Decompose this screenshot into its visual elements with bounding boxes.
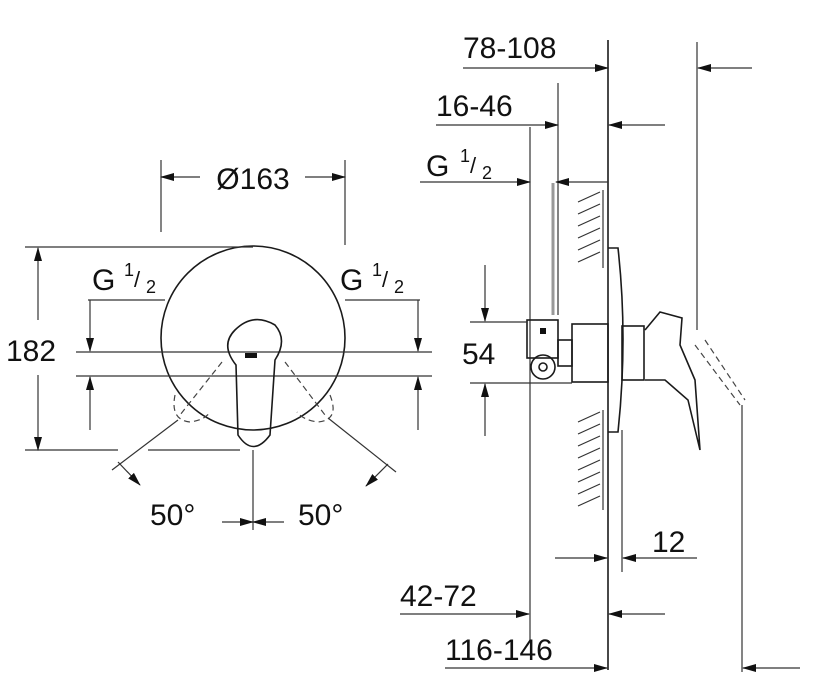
cover-plate [160,245,346,431]
wall-hatching-bottom [577,410,604,510]
angle-left-label: 50° [150,499,195,532]
front-view: Ø163 182 G 1 / 2 G 1 / 2 [6,160,432,532]
inlet-right-label: G 1 / 2 [340,260,404,297]
valve-body [571,323,609,383]
height-label: 182 [6,335,56,368]
side-view: 78-108 16-46 G 1 / 2 54 12 42-72 116-146 [400,32,800,672]
svg-text:2: 2 [482,163,492,183]
inlet-left-label: G 1 / 2 [92,260,156,297]
cover-plate-side [608,247,624,433]
svg-text:G: G [92,264,115,297]
svg-text:2: 2 [394,277,404,297]
svg-text:2: 2 [146,277,156,297]
dim-78-108: 78-108 [463,32,556,65]
svg-text:1: 1 [124,260,134,280]
svg-text:1: 1 [372,260,382,280]
side-inlet-label: G 1 / 2 [426,146,492,183]
dim-42-72: 42-72 [400,580,477,613]
angle-right-label: 50° [298,499,343,532]
svg-text:/: / [134,267,141,292]
svg-text:G: G [340,264,363,297]
dim-12: 12 [652,526,685,559]
svg-text:G: G [426,150,449,183]
svg-text:/: / [470,153,477,178]
lever-side [644,311,701,451]
handle [226,318,283,448]
dim-116-146: 116-146 [445,634,553,667]
svg-text:1: 1 [460,146,470,166]
valve-box [526,319,559,359]
diameter-label: Ø163 [216,163,289,196]
wall-hatching-top [577,190,604,268]
svg-text:/: / [382,267,389,292]
dim-16-46: 16-46 [436,90,513,123]
dim-54: 54 [462,338,495,371]
